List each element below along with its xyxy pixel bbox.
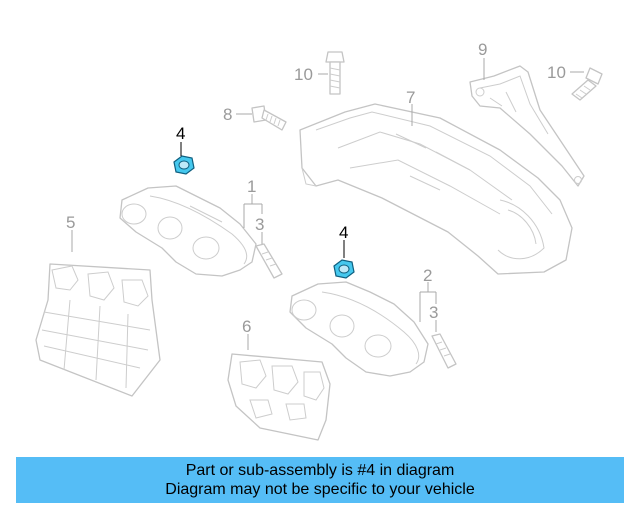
gasket-right-part — [227, 353, 331, 441]
leader-line — [243, 194, 263, 228]
heat-shield-part — [299, 103, 573, 275]
stud-part — [431, 333, 457, 369]
exhaust-manifold-right-part — [289, 281, 429, 377]
callout-2: 2 — [423, 266, 432, 285]
info-banner: Part or sub-assembly is #4 in diagram Di… — [16, 457, 624, 503]
bolt-part — [325, 51, 345, 95]
leader-line — [419, 282, 437, 322]
nut-part-highlighted — [173, 155, 195, 175]
bracket-part — [469, 65, 585, 187]
callout-8: 8 — [223, 105, 232, 124]
stud-part — [255, 243, 283, 279]
bolt-part — [571, 67, 603, 101]
callout-9: 9 — [478, 40, 487, 59]
callout-4-highlight: 4 — [176, 124, 185, 143]
callout-10: 10 — [547, 63, 566, 82]
nut-part-highlighted — [333, 259, 355, 279]
stud-part — [251, 105, 287, 131]
callout-3: 3 — [429, 303, 438, 322]
callout-3: 3 — [255, 215, 264, 234]
callout-5: 5 — [66, 213, 75, 232]
callout-10: 10 — [294, 65, 313, 84]
banner-line-part-number: Part or sub-assembly is #4 in diagram — [185, 462, 455, 479]
gasket-left-part — [35, 263, 161, 397]
exhaust-manifold-left-part — [119, 185, 257, 277]
callout-4-highlight: 4 — [339, 223, 348, 242]
callout-7: 7 — [406, 88, 415, 107]
callout-6: 6 — [242, 317, 251, 336]
callout-1: 1 — [247, 177, 256, 196]
banner-line-disclaimer: Diagram may not be specific to your vehi… — [165, 481, 475, 498]
